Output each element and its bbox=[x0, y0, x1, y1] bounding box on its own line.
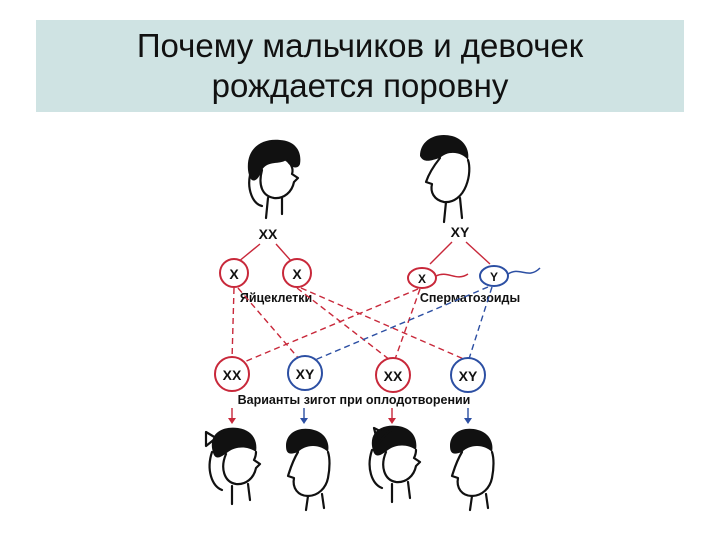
sperm-y: Y bbox=[479, 265, 541, 287]
zygote-2-label: XY bbox=[296, 366, 315, 382]
sperm-x-label: X bbox=[418, 272, 426, 286]
line-mother-egg1 bbox=[237, 243, 261, 263]
eggs-caption: Яйцеклетки bbox=[240, 291, 312, 305]
line-mother-egg2 bbox=[275, 243, 293, 263]
zygote-to-child-arrows bbox=[228, 408, 472, 424]
zygote-3: XX bbox=[375, 357, 411, 393]
zygotes-caption: Варианты зигот при оплодотворении bbox=[238, 393, 471, 407]
mother-karyotype-label: XX bbox=[259, 226, 278, 242]
zygote-4: XY bbox=[450, 357, 486, 393]
arrowhead-z1 bbox=[228, 418, 236, 424]
line-spermx-z3 bbox=[393, 288, 421, 363]
girl-head-2 bbox=[368, 425, 422, 504]
boy-head-1 bbox=[286, 428, 331, 512]
egg-1-label: X bbox=[229, 266, 239, 282]
line-egg2-z4 bbox=[300, 287, 467, 361]
sperm-x: X bbox=[407, 267, 469, 289]
egg-2: X bbox=[282, 258, 312, 288]
arrowhead-z3 bbox=[388, 418, 396, 424]
zygote-4-label: XY bbox=[459, 368, 478, 384]
page-title: Почему мальчиков и девочек рождается пор… bbox=[136, 27, 584, 104]
title-band: Почему мальчиков и девочек рождается пор… bbox=[36, 20, 684, 112]
boy-head-2 bbox=[450, 428, 495, 512]
arrowhead-z2 bbox=[300, 418, 308, 424]
girl-head-1 bbox=[204, 427, 262, 506]
sperm-caption: Сперматозоиды bbox=[420, 291, 520, 305]
father-head bbox=[420, 134, 471, 224]
egg-1: X bbox=[219, 258, 249, 288]
line-egg1-z1 bbox=[231, 287, 235, 361]
mother-head bbox=[247, 139, 301, 220]
line-father-sperm-x bbox=[429, 241, 453, 265]
line-spermy-z4 bbox=[467, 286, 493, 363]
line-spermy-z2 bbox=[309, 286, 489, 363]
zygote-1: XX bbox=[214, 356, 250, 392]
line-egg1-z2 bbox=[237, 287, 301, 361]
zygote-1-label: XX bbox=[223, 367, 242, 383]
father-to-sperm-lines bbox=[429, 241, 491, 265]
line-father-sperm-y bbox=[465, 241, 491, 265]
zygote-3-label: XX bbox=[384, 368, 403, 384]
mother-to-eggs-lines bbox=[237, 243, 293, 263]
fertilization-lines bbox=[231, 286, 493, 363]
egg-2-label: X bbox=[292, 266, 302, 282]
arrowhead-z4 bbox=[464, 418, 472, 424]
line-spermx-z1 bbox=[243, 288, 419, 363]
sperm-y-label: Y bbox=[490, 270, 498, 284]
father-karyotype-label: XY bbox=[451, 224, 470, 240]
zygote-2: XY bbox=[287, 355, 323, 391]
